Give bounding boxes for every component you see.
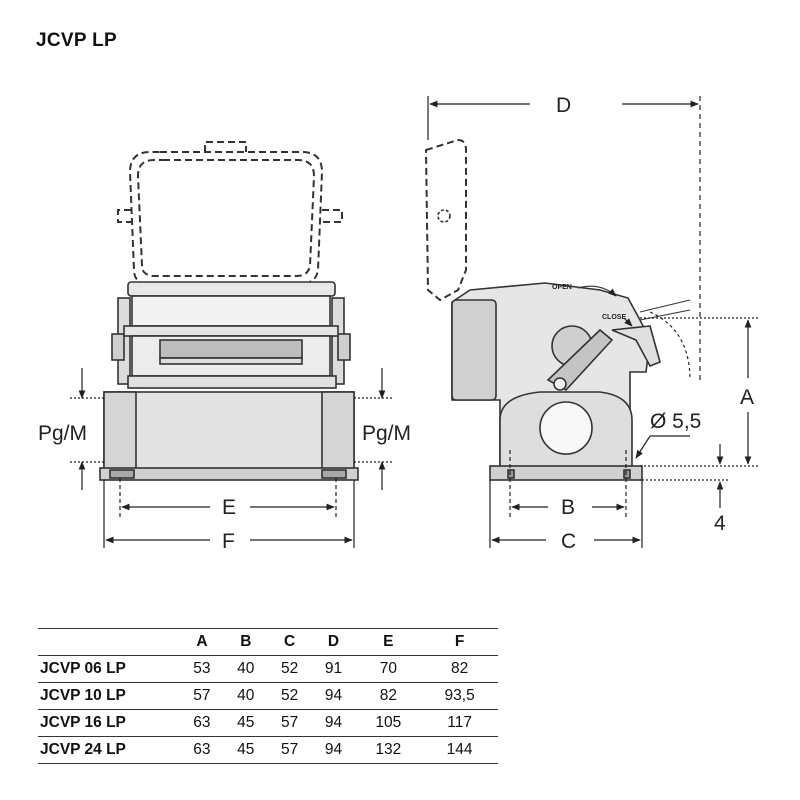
- close-label: CLOSE: [602, 314, 626, 321]
- table-cell: 63: [193, 741, 211, 758]
- open-label: OPEN: [552, 284, 572, 291]
- table-cell: 91: [324, 660, 343, 677]
- page-title: JCVP LP: [36, 30, 117, 51]
- table-row: JCVP 06 LP 53 40 52 91 70 82: [38, 656, 498, 683]
- table-cell: 52: [281, 687, 299, 704]
- dimension-b-label: B: [561, 496, 575, 519]
- table-cell: 57: [281, 714, 299, 731]
- table-cell: 45: [237, 741, 255, 758]
- table-header: [38, 629, 180, 656]
- table-cell: 57: [281, 741, 299, 758]
- front-dimensions: [70, 368, 394, 548]
- table-header: E: [383, 633, 394, 650]
- table-cell: 94: [324, 687, 343, 704]
- table-header: A: [196, 633, 208, 650]
- table-cell-model: JCVP 24 LP: [40, 741, 126, 758]
- table-cell: 45: [237, 714, 255, 731]
- table-cell: 94: [324, 741, 343, 758]
- table-cell-model: JCVP 10 LP: [40, 687, 126, 704]
- table-cell: 82: [450, 660, 469, 677]
- dimension-a-label: A: [740, 386, 754, 409]
- dimension-4-label: 4: [714, 512, 726, 535]
- table-cell: 63: [193, 714, 211, 731]
- side-open-lid-outline: [424, 138, 467, 302]
- table-cell: 40: [237, 687, 255, 704]
- pgm-left-label: Pg/M: [38, 422, 87, 445]
- dimension-d-label: D: [556, 94, 571, 117]
- table-header: C: [284, 633, 296, 650]
- table-cell: 70: [379, 660, 397, 677]
- table-cell: 52: [281, 660, 299, 677]
- open-lid-outline: [117, 141, 343, 285]
- table-header-row: A B C D E F: [38, 628, 498, 656]
- dimension-c-label: C: [561, 530, 576, 553]
- dimension-f-label: F: [222, 530, 235, 553]
- table-cell: 105: [375, 714, 402, 731]
- table-cell: 40: [237, 660, 255, 677]
- dimensions-table: A B C D E F JCVP 06 LP 53 40 52 91 70 82…: [38, 628, 498, 764]
- table-header: D: [327, 633, 340, 650]
- dimension-e-label: E: [222, 496, 236, 519]
- table-cell: 93,5: [444, 687, 475, 704]
- table-cell: 53: [193, 660, 211, 677]
- table-cell: 144: [446, 741, 473, 758]
- table-cell: 94: [324, 714, 343, 731]
- table-header: F: [454, 633, 465, 650]
- table-row: JCVP 16 LP 63 45 57 94 105 117: [38, 710, 498, 737]
- table-cell-model: JCVP 16 LP: [40, 714, 126, 731]
- table-row: JCVP 10 LP 57 40 52 94 82 93,5: [38, 683, 498, 710]
- table-cell: 117: [447, 714, 472, 731]
- front-view: [99, 141, 359, 481]
- hole-diameter-label: Ø 5,5: [650, 410, 701, 433]
- table-header: B: [240, 633, 252, 650]
- side-dimensions: [427, 96, 760, 548]
- table-cell: 57: [193, 687, 211, 704]
- table-cell: 132: [375, 741, 402, 758]
- table-cell-model: JCVP 06 LP: [40, 660, 126, 677]
- table-cell: 82: [379, 687, 397, 704]
- pgm-right-label: Pg/M: [362, 422, 411, 445]
- side-view: [424, 138, 691, 481]
- table-row: JCVP 24 LP 63 45 57 94 132 144: [38, 737, 498, 764]
